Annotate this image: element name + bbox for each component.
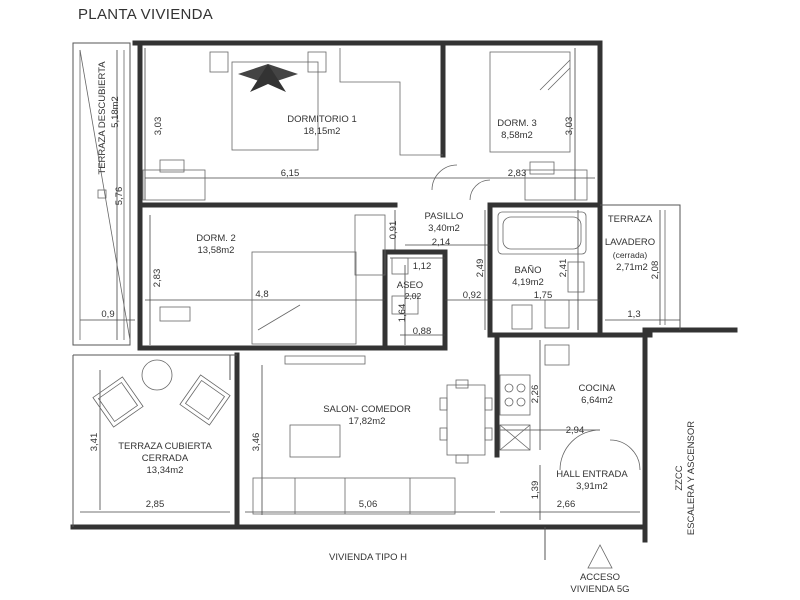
dim-092: 0,92 [463, 290, 482, 301]
dim-214: 2,14 [432, 237, 451, 248]
dim-266: 2,66 [557, 499, 576, 510]
room-terraza-cubierta-name2: CERRADA [142, 453, 189, 464]
room-lavadero-area: 2,71m2 [616, 262, 648, 273]
room-dorm3-area: 8,58m2 [501, 130, 533, 141]
acceso-arrow [587, 544, 613, 569]
dim-13: 1,3 [627, 309, 640, 320]
room-hall-area: 3,91m2 [576, 481, 608, 492]
room-aseo-area: 2,02 [405, 291, 422, 301]
room-zzcc-name1: ZZCC [674, 465, 685, 490]
dining-table [446, 384, 486, 456]
dim-285: 2,85 [146, 499, 165, 510]
room-lavadero-name1: TERRAZA [608, 214, 653, 225]
dim-615: 6,15 [281, 168, 300, 179]
room-zzcc-name2: ESCALERA Y ASCENSOR [686, 421, 697, 535]
room-terraza-cubierta-name1: TERRAZA CUBIERTA [118, 441, 212, 452]
acceso-label-1: ACCESO [580, 572, 620, 583]
room-dorm3-name: DORM. 3 [497, 118, 537, 129]
dim-241: 2,41 [558, 259, 569, 278]
terraza-descubierta-outline [72, 42, 681, 560]
coffee-table [289, 424, 341, 458]
room-dormitorio1-name: DORMITORIO 1 [287, 114, 357, 125]
room-aseo-name: ASEO [397, 280, 423, 291]
dim-346: 3,46 [251, 433, 262, 452]
room-lavadero-name2: LAVADERO [605, 237, 655, 248]
room-labels: DORMITORIO 1 18,15m2 DORM. 3 8,58m2 PASI… [97, 61, 697, 535]
sofa [252, 477, 456, 515]
dim-112: 1,12 [413, 261, 432, 272]
dim-283-a: 2,83 [508, 168, 527, 179]
room-bano-area: 4,19m2 [512, 277, 544, 288]
dim-341: 3,41 [89, 433, 100, 452]
bed-dorm2 [251, 251, 357, 345]
room-cocina-area: 6,64m2 [581, 395, 613, 406]
room-hall-name: HALL ENTRADA [556, 469, 628, 480]
dim-226: 2,26 [530, 385, 541, 404]
vivienda-label: VIVIENDA TIPO H [329, 552, 407, 563]
room-terraza-cubierta-area: 13,34m2 [147, 465, 184, 476]
room-pasillo-area: 3,40m2 [428, 223, 460, 234]
bed-dorm3 [489, 51, 571, 153]
dim-175: 1,75 [534, 290, 553, 301]
dim-088: 0,88 [413, 326, 432, 337]
dim-09: 0,9 [101, 309, 114, 320]
dim-164: 1,64 [397, 304, 408, 323]
dimension-labels: 3,03 6,15 3,03 2,83 5,76 0,91 2,14 2,49 … [89, 117, 661, 510]
room-salon-name: SALON- COMEDOR [323, 404, 411, 415]
room-dorm2-name: DORM. 2 [196, 233, 236, 244]
dim-249: 2,49 [475, 259, 486, 278]
walls [70, 40, 738, 543]
room-terraza-descubierta-name: TERRAZA DESCUBIERTA [97, 61, 108, 175]
room-lavadero-note: (cerrada) [613, 250, 648, 260]
room-bano-name: BAÑO [515, 265, 542, 276]
dimension-lines [80, 48, 680, 520]
dim-48: 4,8 [255, 289, 268, 300]
acceso-label-2: VIVIENDA 5G [570, 584, 629, 595]
room-terraza-descubierta-area: 5,18m2 [110, 96, 121, 128]
room-pasillo-name: PASILLO [425, 211, 464, 222]
bathtub [497, 211, 587, 255]
room-dorm2-area: 13,58m2 [198, 245, 235, 256]
room-dormitorio1-area: 18,15m2 [304, 126, 341, 137]
furniture [79, 48, 666, 569]
dim-139: 1,39 [530, 481, 541, 500]
plan-title: PLANTA VIVIENDA [78, 6, 214, 23]
dim-506: 5,06 [359, 499, 378, 510]
dim-294: 2,94 [566, 425, 585, 436]
bed-dorm1 [231, 61, 319, 151]
dim-576: 5,76 [114, 187, 125, 206]
stove [499, 374, 531, 416]
dim-303-b: 3,03 [564, 117, 575, 136]
dim-283-b: 2,83 [152, 269, 163, 288]
dim-091: 0,91 [388, 221, 399, 240]
dim-208: 2,08 [650, 261, 661, 280]
dim-303-a: 3,03 [153, 117, 164, 136]
room-cocina-name: COCINA [579, 383, 617, 394]
room-salon-area: 17,82m2 [349, 416, 386, 427]
